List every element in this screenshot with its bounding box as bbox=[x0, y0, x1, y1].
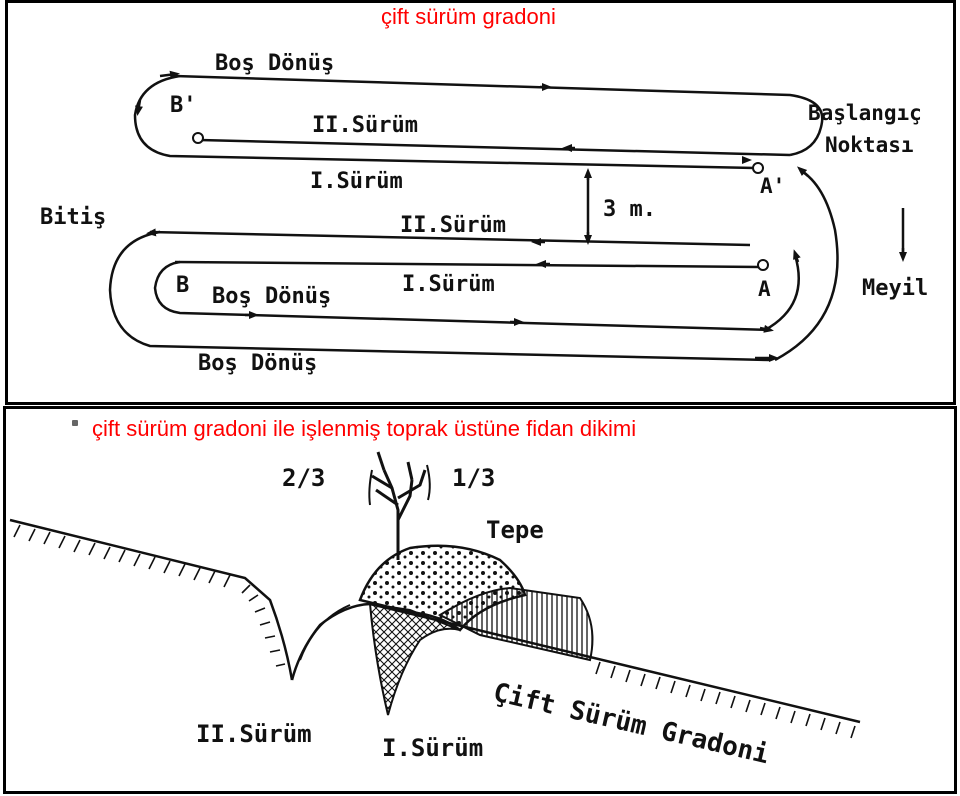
bullet-marker bbox=[72, 420, 78, 426]
bos-donus-top-line bbox=[174, 74, 824, 157]
label-ii-surum-mid: II.Sürüm bbox=[400, 213, 506, 238]
outer-right-arc bbox=[774, 168, 839, 362]
label-bos-donus-mid: Boş Dönüş bbox=[212, 284, 331, 309]
point-b-prime bbox=[192, 132, 204, 144]
bottom-diagram-title: çift sürüm gradoni ile işlenmiş toprak ü… bbox=[92, 416, 637, 441]
bitis-arc bbox=[108, 230, 771, 362]
top-left-return-arc bbox=[133, 74, 756, 170]
ii-surum-top-line bbox=[199, 138, 791, 157]
label-ii-surum-top: II.Sürüm bbox=[312, 113, 418, 138]
label-meyil: Meyil bbox=[862, 276, 928, 301]
a-return-arc bbox=[764, 254, 800, 332]
top-diagram-title: çift sürüm gradoni bbox=[381, 4, 556, 29]
label-b: B bbox=[176, 273, 189, 298]
label-baslangic-2: Noktası bbox=[825, 133, 914, 157]
label-a: A bbox=[758, 277, 771, 301]
ii-surum-mid-line bbox=[149, 230, 751, 247]
label-b-prime: B' bbox=[170, 93, 197, 118]
i-surum-mid-line bbox=[174, 260, 761, 269]
bottom-diagram-panel bbox=[3, 406, 957, 794]
label-bos-donus-bottom: Boş Dönüş bbox=[198, 351, 317, 376]
label-bitis: Bitiş bbox=[40, 205, 106, 230]
label-three-m: 3 m. bbox=[603, 197, 656, 222]
top-diagram-panel bbox=[5, 0, 956, 405]
point-a bbox=[757, 259, 769, 271]
b-loop bbox=[153, 260, 771, 332]
label-i-surum-mid: I.Sürüm bbox=[402, 272, 495, 297]
label-i-surum-top: I.Sürüm bbox=[310, 169, 403, 194]
point-a-prime bbox=[752, 162, 764, 174]
label-baslangic-1: Başlangıç bbox=[808, 101, 922, 125]
plow-path-diagram: Boş Dönüş B' II.Sürüm I.Sürüm Başlangıç … bbox=[40, 51, 928, 376]
label-a-prime: A' bbox=[760, 174, 785, 198]
label-bos-donus-top: Boş Dönüş bbox=[215, 51, 334, 76]
